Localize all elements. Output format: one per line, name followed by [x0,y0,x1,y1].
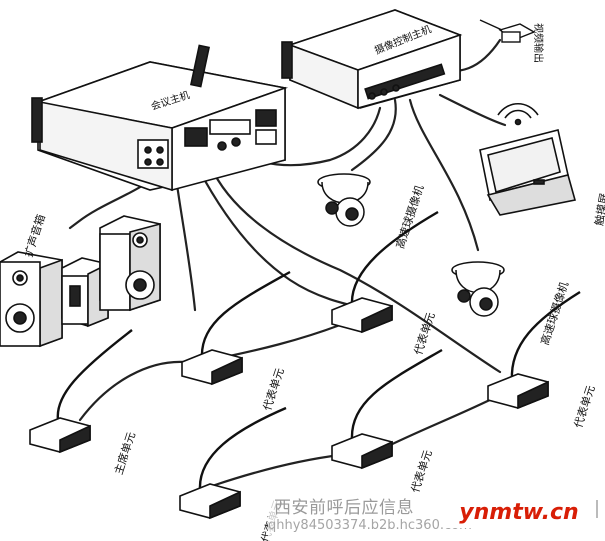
camera-2-label: 高速球摄像机 [537,280,571,347]
watermark-divider [596,500,598,518]
watermark-url: qhhy84503374.b2b.hc360.com [268,518,472,533]
delegate-label-4: 代表单元 [408,448,435,494]
camera-1-label: 高速球摄像机 [393,183,427,250]
delegate-unit-2 [331,210,439,334]
delegate-label-2: 代表单元 [411,310,438,356]
delegate-unit-4 [331,348,443,470]
camera-controller [281,9,463,110]
watermark-company: 西安前呼后应信息 [274,498,414,518]
speaker-label: 扩声音箱 [21,213,48,259]
delegate-unit-5 [179,406,287,520]
host-unit [31,44,289,192]
delegate-unit-1 [181,270,291,386]
wifi-icon [497,102,539,116]
camera-1 [317,173,371,227]
video-output-label: 视频输出 [532,23,545,63]
watermark-brand-logo: ynmtw.cn [444,498,594,528]
touchscreen [479,102,577,216]
delegate-unit-3 [487,290,581,410]
chairman-unit [29,329,133,454]
delegate-label-1: 代表单元 [260,366,287,412]
speaker-system [0,215,161,348]
touchscreen-label: 触摸屏 [592,192,605,227]
watermark: 西安前呼后应信息 qhhy84503374.b2b.hc360.com ynmt… [268,492,605,541]
camera-2 [451,261,505,317]
video-output-device [479,19,536,43]
delegate-label-3: 代表单元 [571,383,598,429]
chairman-label: 主席单元 [111,430,138,476]
